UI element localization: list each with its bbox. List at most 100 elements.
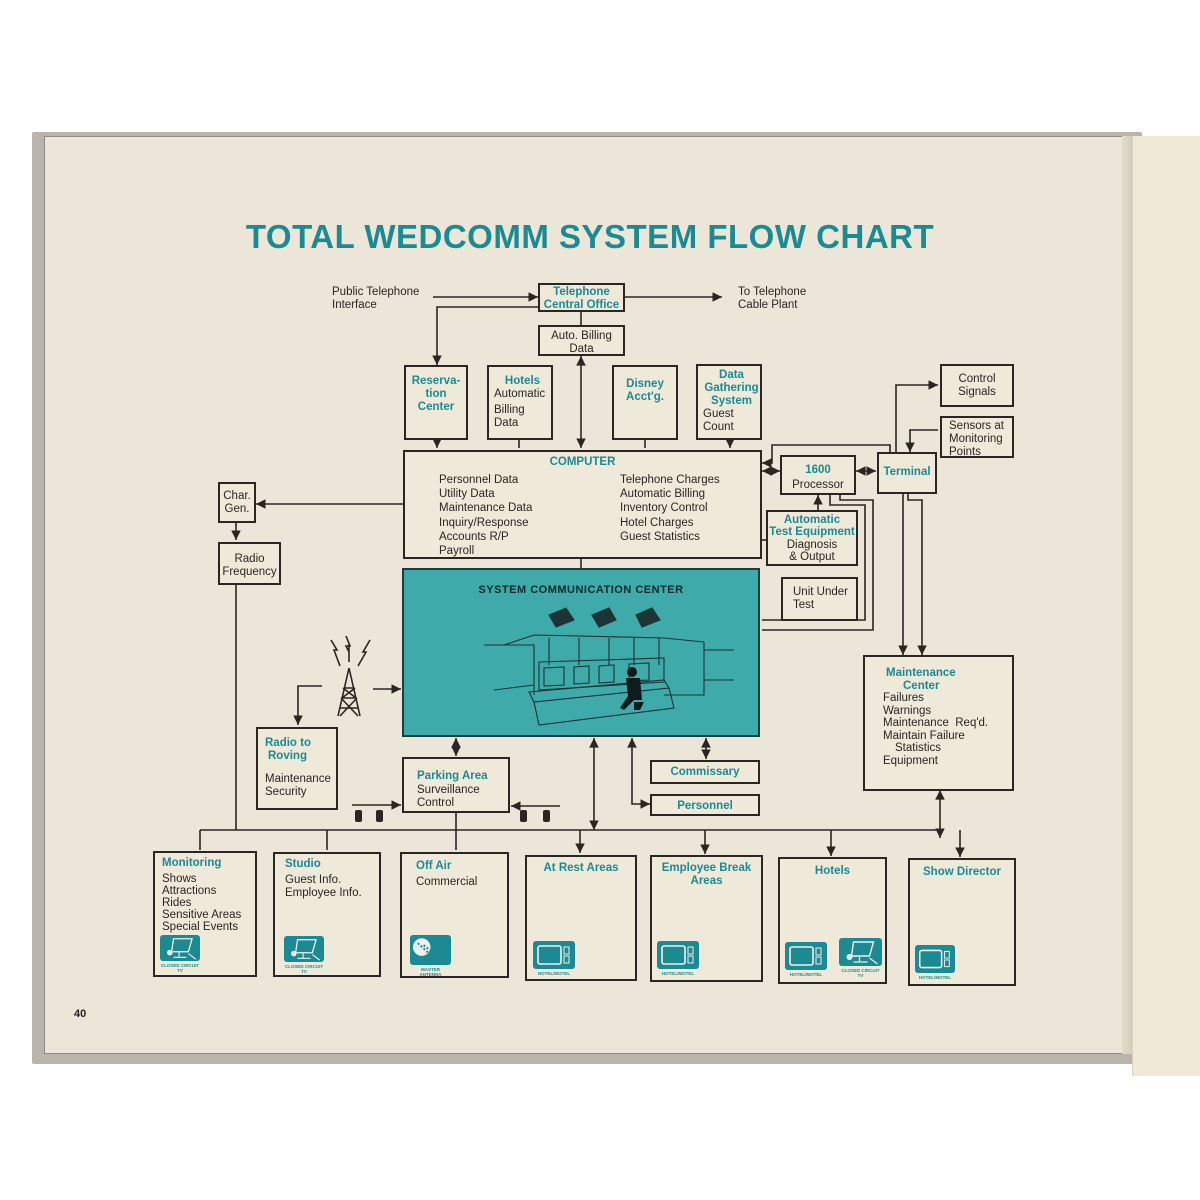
node-line: & Output (789, 551, 835, 563)
node-line: Test (793, 599, 815, 611)
node-title: Terminal (883, 466, 931, 478)
output-studio[interactable]: Studio Guest Info. Employee Info. CLOSED… (273, 852, 381, 977)
node-telephone-central-office[interactable]: Telephone Central Office (538, 283, 625, 312)
master-antenna-icon (410, 935, 451, 965)
node-title: Center (903, 679, 940, 692)
icon-caption: HOTEL/MOTEL (661, 971, 695, 976)
node-line: Control (417, 797, 455, 809)
output-monitoring[interactable]: Monitoring Shows Attractions Rides Sensi… (153, 851, 257, 977)
output-line: Sensitive Areas (162, 909, 242, 921)
node-title: Personnel (677, 800, 733, 812)
output-title: Studio (285, 858, 321, 870)
computer-item: Maintenance Data (439, 502, 533, 515)
node-title: Central Office (543, 299, 620, 311)
page-number: 40 (74, 1008, 87, 1020)
node-line: Char. (223, 490, 251, 502)
node-unit-under-test[interactable]: Unit Under Test (781, 577, 858, 621)
output-line: Shows (162, 873, 197, 885)
node-system-communication-center[interactable]: SYSTEM COMMUNICATION CENTER (402, 568, 760, 737)
node-title: Automatic (783, 514, 841, 526)
output-title: Show Director (923, 866, 1001, 878)
node-radio-to-roving[interactable]: Radio to Roving Maintenance Security (256, 727, 338, 810)
output-line: Employee Info. (285, 887, 362, 899)
node-parking-area[interactable]: Parking Area Surveillance Control (402, 757, 510, 813)
node-title: Roving (268, 750, 307, 762)
output-lines: Shows Attractions Rides Sensitive Areas … (162, 873, 255, 933)
node-computer[interactable]: COMPUTER Personnel Data Utility Data Mai… (403, 450, 762, 559)
wire-processor-down (762, 495, 874, 631)
computer-item: Payroll (439, 545, 475, 558)
wire-tower-roving (293, 685, 322, 725)
wire-office-to-reservation (432, 306, 538, 365)
computer-item: Guest Statistics (620, 530, 700, 543)
node-title: Center (417, 401, 455, 413)
output-show-director[interactable]: Show Director HOTEL/MOTEL (908, 858, 1016, 986)
node-line: Maintenance Req'd. (883, 717, 989, 729)
wire-terminal-control (895, 380, 938, 452)
icon-caption: HOTEL/MOTEL (789, 972, 823, 977)
computer-item: Inquiry/Response (439, 516, 529, 529)
icon-caption: CLOSED CIRCUIT TV (160, 963, 200, 973)
output-title: Hotels (814, 865, 851, 877)
node-1600-processor[interactable]: 1600 Processor (780, 455, 856, 495)
node-title: Disney (626, 378, 664, 390)
label-line: To Telephone (738, 286, 807, 298)
hotel-motel-tv-icon (657, 941, 699, 969)
node-line: Data (569, 343, 594, 355)
node-auto-billing-data[interactable]: Auto. Billing Data (538, 325, 625, 356)
output-line: Commercial (416, 876, 478, 888)
icon-caption: CLOSED CIRCUIT TV (841, 968, 880, 978)
node-line: Surveillance (417, 784, 480, 796)
computer-item: Inventory Control (620, 502, 708, 515)
node-terminal[interactable]: Terminal (877, 452, 937, 494)
output-line: Attractions (162, 885, 217, 897)
node-line: Statistics (895, 742, 942, 754)
computer-left-list: Personnel Data Utility Data Maintenance … (439, 473, 532, 558)
node-line: Maintain Failure (883, 729, 965, 742)
node-line: Points (949, 446, 981, 458)
node-automatic-test-equipment[interactable]: Automatic Test Equipment Diagnosis & Out… (766, 510, 858, 566)
node-line: Equipment (883, 754, 938, 767)
icon-caption: HOTEL/MOTEL (537, 971, 571, 976)
node-data-gathering-system[interactable]: Data Gathering System Guest Count (696, 364, 762, 440)
computer-item: Automatic Billing (620, 488, 706, 501)
icon-caption: CLOSED CIRCUIT TV (284, 964, 324, 974)
node-title: Radio to (265, 737, 311, 749)
node-title: Parking Area (417, 770, 488, 782)
node-title: Maintenance (886, 667, 956, 679)
output-hotels[interactable]: Hotels HOTEL/MOTEL CLOSED CIRCUIT TV (778, 857, 887, 984)
node-maintenance-center[interactable]: Maintenance Center Failures Warnings Mai… (863, 655, 1014, 791)
label-line: Cable Plant (738, 299, 798, 311)
node-commissary[interactable]: Commissary (650, 760, 760, 784)
output-employee-break-areas[interactable]: Employee Break Areas HOTEL/MOTEL (650, 855, 763, 982)
public-telephone-label: Public Telephone Interface (332, 286, 419, 312)
camera-icons (355, 810, 550, 822)
node-line: Count (703, 421, 734, 433)
output-at-rest-areas[interactable]: At Rest Areas HOTEL/MOTEL (525, 855, 637, 981)
node-line: Warnings (883, 704, 932, 717)
node-control-signals[interactable]: Control Signals (940, 364, 1014, 407)
node-line: Maintenance (265, 773, 331, 785)
node-line: Automatic (494, 388, 546, 400)
node-line: Unit Under (793, 586, 848, 598)
node-disney-accounting[interactable]: Disney Acct'g. (612, 365, 678, 440)
node-title: 1600 (805, 464, 831, 476)
node-title: Acct'g. (626, 391, 664, 403)
node-reservation-center[interactable]: Reserva- tion Center (404, 365, 468, 440)
node-personnel[interactable]: Personnel (650, 794, 760, 816)
node-line: Guest (703, 408, 734, 420)
node-title: Reserva- (411, 375, 461, 387)
wire-scc-personnel (627, 738, 650, 809)
node-line: Frequency (222, 566, 277, 578)
output-title: Monitoring (162, 857, 222, 869)
node-sensors-monitoring-points[interactable]: Sensors at Monitoring Points (940, 416, 1014, 458)
wire-sensors-terminal (905, 429, 938, 452)
computer-right-list: Telephone Charges Automatic Billing Inve… (620, 473, 720, 544)
output-off-air[interactable]: Off Air Commercial MASTER ANTENNA (400, 852, 509, 978)
node-line: Gen. (224, 503, 250, 515)
node-hotels-billing[interactable]: Hotels Automatic Billing Data (487, 365, 553, 440)
hotel-motel-tv-icon (533, 941, 575, 969)
node-character-generator[interactable]: Char. Gen. (218, 482, 256, 523)
node-radio-frequency[interactable]: Radio Frequency (218, 542, 281, 585)
